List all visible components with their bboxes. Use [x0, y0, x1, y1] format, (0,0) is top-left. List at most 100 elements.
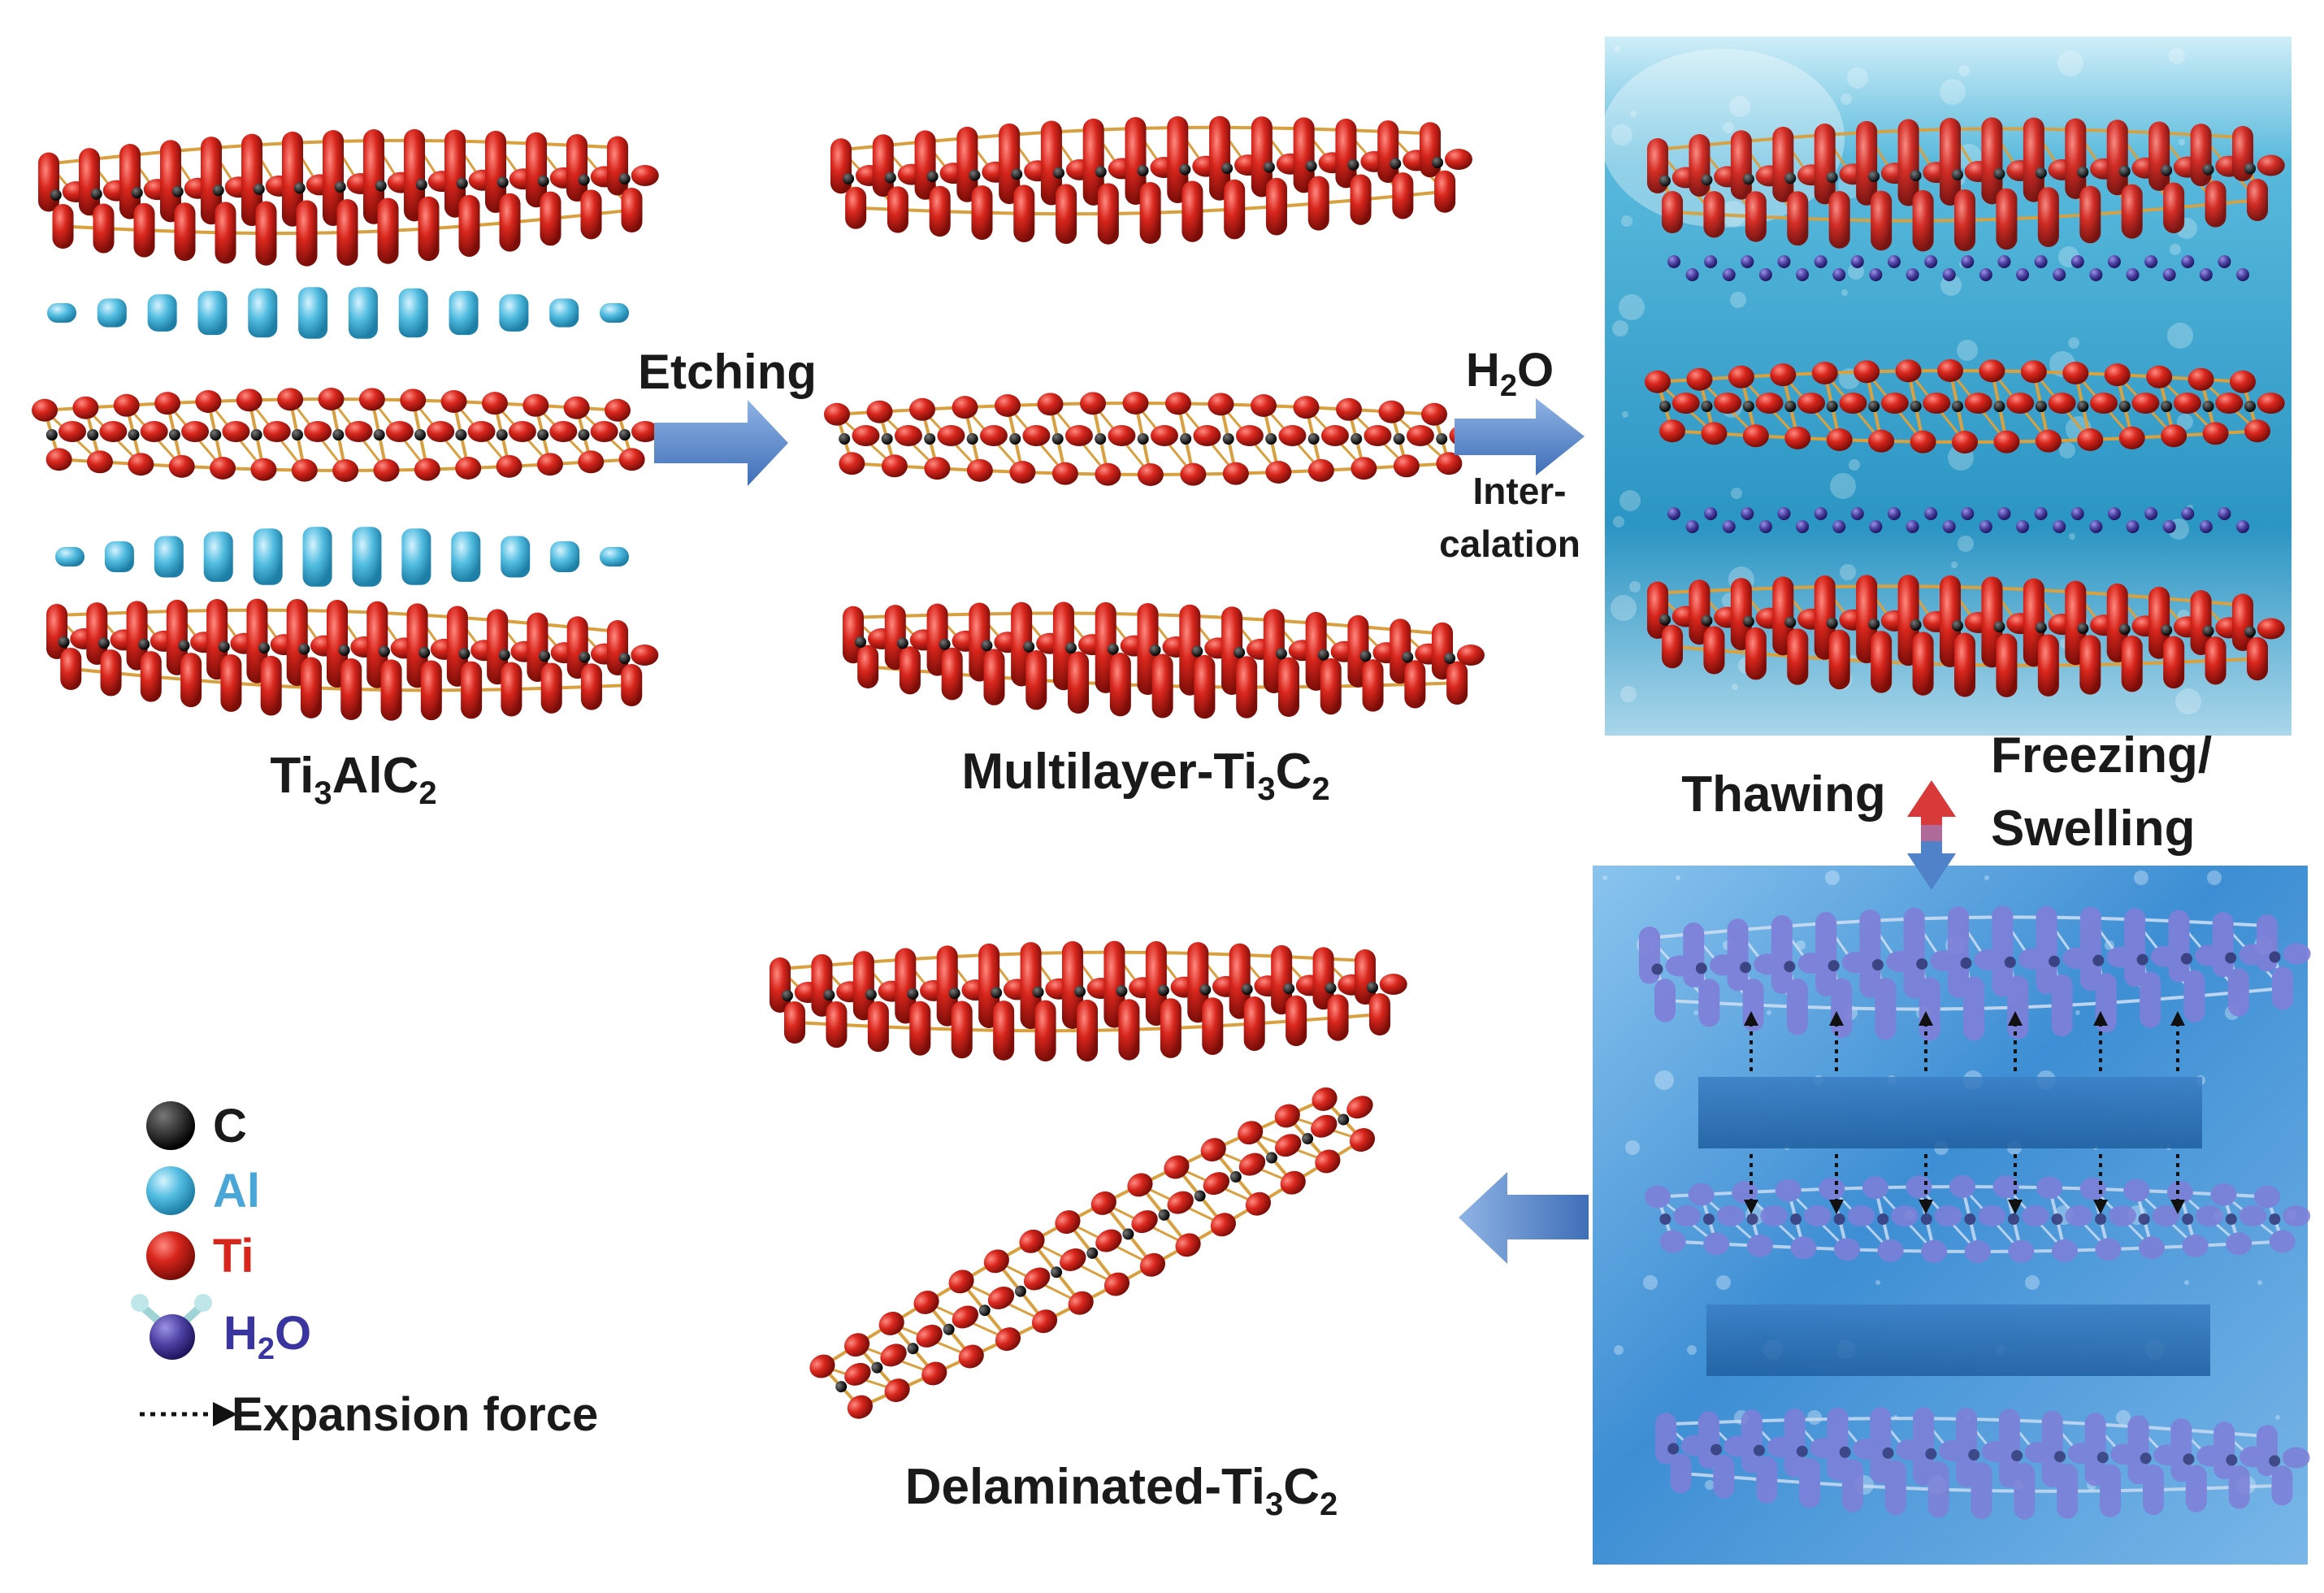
c-atom — [969, 169, 981, 181]
ti-atom — [2272, 966, 2293, 1010]
ti-atom — [1827, 1407, 1849, 1482]
c-atom — [835, 1381, 848, 1393]
bubble — [2068, 337, 2079, 349]
ice-speck — [1825, 870, 1840, 885]
bubble — [1732, 684, 1738, 690]
c-atom — [1086, 1247, 1099, 1259]
c-atom — [1179, 163, 1191, 176]
c-atom — [128, 429, 140, 441]
ti-atom — [839, 452, 865, 475]
c-atom — [1742, 401, 1754, 412]
ti-atom — [2041, 1410, 2063, 1488]
ti-atom — [1877, 1239, 1904, 1262]
c-atom — [1180, 433, 1192, 445]
ti-atom — [236, 388, 262, 412]
ti-atom — [2228, 1465, 2250, 1509]
water-molecule — [1814, 507, 1828, 520]
ti-atom — [2062, 361, 2089, 384]
c-atom — [2180, 953, 2192, 965]
ti-atom — [1856, 120, 1878, 206]
sheet — [1647, 117, 2285, 252]
ti-atom — [1772, 126, 1794, 202]
c-atom — [578, 174, 590, 186]
ti-atom — [168, 454, 195, 478]
c-atom — [618, 653, 631, 664]
ti-atom — [1839, 393, 1867, 414]
ti-atom — [418, 196, 440, 262]
ice-speck — [1984, 875, 1989, 880]
ti-atom — [2163, 636, 2185, 689]
ti-atom — [1978, 1205, 2006, 1226]
ti-atom — [2065, 1205, 2093, 1226]
c-atom — [2092, 954, 2105, 966]
ice-speck — [1602, 875, 1607, 880]
ti-atom — [2090, 393, 2118, 414]
ti-atom — [1406, 425, 1434, 446]
ti-atom — [1090, 1191, 1116, 1215]
ti-atom — [458, 194, 480, 257]
ti-atom — [414, 458, 440, 481]
c-atom — [1347, 158, 1359, 171]
ti-atom — [1870, 1407, 1892, 1484]
ti-atom — [2127, 1415, 2149, 1485]
c-atom — [1051, 433, 1064, 445]
c-atom — [871, 1361, 883, 1374]
ti-atom — [1131, 1210, 1158, 1234]
c-atom — [2183, 1453, 2195, 1465]
ti-atom — [936, 945, 958, 1027]
ti-atom — [2148, 121, 2170, 191]
sheet — [1647, 575, 2285, 697]
c-atom — [418, 646, 431, 658]
ti-atom — [1787, 191, 1809, 246]
c-atom — [1701, 401, 1713, 412]
c-atom — [338, 645, 350, 656]
ice-speck — [1767, 1010, 1771, 1015]
ti-atom — [32, 398, 58, 422]
ti-atom — [332, 459, 359, 482]
water-molecule — [2089, 268, 2103, 281]
ti-atom — [2173, 393, 2201, 414]
ti-atom — [1013, 184, 1035, 243]
c-atom — [455, 429, 467, 441]
ti-atom — [1912, 189, 1934, 252]
bubble — [1619, 294, 1645, 320]
c-atom — [1191, 645, 1203, 658]
ti-atom — [2161, 424, 2187, 448]
ti-atom — [913, 1290, 939, 1314]
c-atom — [253, 183, 265, 195]
c-atom — [1710, 1443, 1723, 1456]
ti-atom — [1689, 134, 1710, 197]
c-atom — [2161, 624, 2173, 636]
water-molecule — [2016, 268, 2030, 281]
ti-atom — [1080, 392, 1106, 415]
ti-atom — [1164, 1155, 1190, 1179]
ice-speck — [1614, 1345, 1624, 1355]
al-atom — [499, 294, 529, 332]
water-molecule — [1887, 255, 1901, 268]
bubble — [1619, 490, 1641, 511]
ti-atom — [895, 948, 917, 1024]
ti-atom — [1730, 130, 1752, 200]
ti-atom — [2037, 187, 2059, 247]
ti-atom — [1351, 457, 1377, 480]
ti-atom — [1236, 656, 1258, 718]
water-molecule — [1685, 520, 1699, 533]
ti-atom — [1175, 1233, 1201, 1257]
c-atom — [1784, 401, 1797, 412]
bubble — [1730, 292, 1746, 308]
c-atom — [1796, 1445, 1808, 1457]
ti-atom — [2131, 393, 2160, 414]
c-atom — [1952, 401, 1963, 412]
ti-atom — [79, 148, 100, 216]
c-atom — [907, 1343, 919, 1355]
ti-atom — [1235, 425, 1264, 446]
ti-atom — [1655, 1413, 1676, 1465]
c-atom — [171, 185, 184, 197]
ti-atom — [563, 396, 590, 419]
ti-atom — [1377, 120, 1399, 183]
c-atom — [991, 987, 1003, 999]
ti-atom — [2051, 1239, 2078, 1262]
c-atom — [2161, 401, 2173, 412]
ti-atom — [1056, 184, 1077, 245]
ti-atom — [336, 199, 358, 266]
